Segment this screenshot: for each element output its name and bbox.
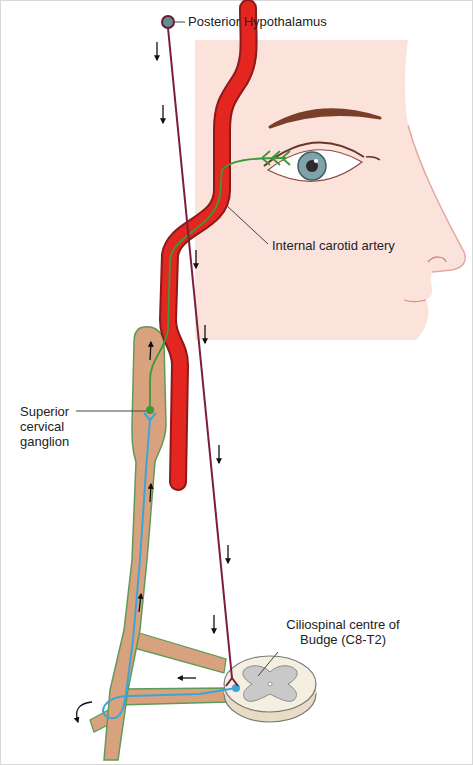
pupil — [306, 160, 318, 172]
fiber-endings — [144, 413, 156, 420]
internal-carotid-artery — [168, 8, 249, 482]
down-arrow — [213, 615, 214, 633]
central-canal — [268, 682, 272, 686]
eye — [264, 110, 380, 181]
lateral-horn-cell — [232, 684, 240, 692]
down-arrow — [195, 250, 196, 268]
second-order-neuron — [103, 413, 240, 718]
ramus-upper — [134, 632, 226, 673]
left-arrow — [178, 677, 196, 678]
eyelid-corner — [366, 157, 380, 160]
down-arrow — [204, 325, 205, 343]
part-label: Posterior Hypothalamus — [188, 14, 368, 29]
down-arrow — [162, 105, 163, 123]
eye-highlight — [314, 159, 318, 163]
ganglion-cell — [146, 406, 154, 414]
eyelid — [264, 142, 364, 166]
eyeball — [268, 150, 362, 182]
spinal-cord — [224, 656, 316, 722]
direction-arrows — [77, 42, 228, 722]
artery-lumen — [168, 8, 249, 482]
leader-lines — [76, 22, 278, 676]
down-arrow — [218, 445, 219, 463]
postganglionic-fiber — [150, 158, 286, 408]
part-label: Superior cervical ganglion — [20, 404, 80, 449]
up-arrow — [150, 342, 151, 360]
fiber-endings — [226, 678, 238, 686]
fiber-endings — [262, 151, 290, 165]
leader-line — [76, 411, 146, 412]
leader-line — [258, 652, 278, 676]
central-fiber — [168, 28, 232, 678]
artery-wall — [168, 8, 249, 482]
first-order-neuron — [162, 16, 238, 686]
up-arrow — [150, 484, 151, 502]
leader-line — [175, 22, 185, 23]
nose-profile — [408, 125, 465, 272]
third-order-neuron — [146, 151, 290, 414]
gray-matter — [243, 666, 297, 702]
curved-arrow — [77, 702, 92, 722]
nostril — [428, 257, 446, 262]
part-label: Internal carotid artery — [272, 238, 452, 253]
hypothalamic-cell — [162, 16, 174, 28]
lip-line — [404, 300, 426, 302]
down-arrow — [227, 545, 228, 563]
part-label: Ciliospinal centre of Budge (C8-T2) — [268, 617, 418, 647]
eyebrow — [270, 110, 380, 127]
preganglionic-fiber — [103, 420, 236, 718]
down-arrow — [156, 42, 157, 60]
leader-line — [226, 205, 268, 244]
cord-face — [224, 656, 316, 712]
up-arrow — [139, 594, 141, 612]
iris — [298, 152, 326, 180]
